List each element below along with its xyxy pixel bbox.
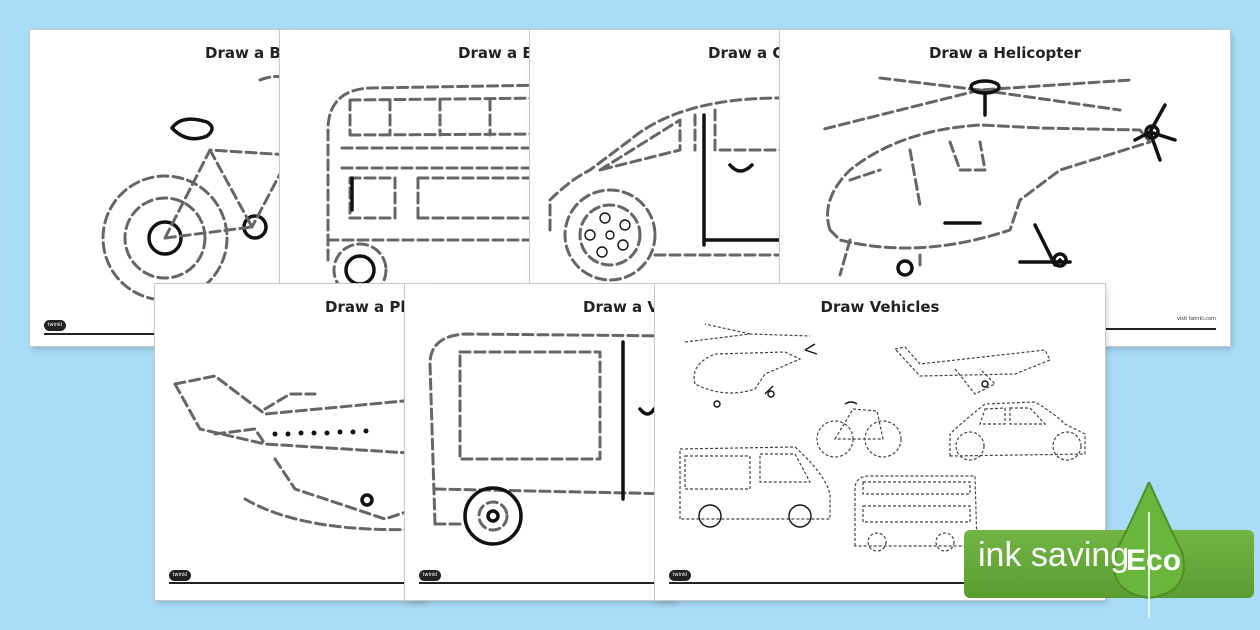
sheet-title: Draw a B <box>458 44 534 62</box>
mini-car <box>949 401 1086 461</box>
sheet-title: Draw a Pl <box>325 298 406 316</box>
mini-bicycle <box>816 401 902 458</box>
twinkl-logo: twinkl <box>669 570 691 581</box>
sheet-title: Draw a C <box>708 44 784 62</box>
vehicles-collage <box>679 323 1086 552</box>
sheet-title: Draw a B <box>205 44 281 62</box>
van-drawing <box>428 332 675 546</box>
bus-drawing <box>326 83 550 298</box>
eco-label: Eco <box>1126 544 1182 577</box>
plane-drawing <box>173 374 425 532</box>
footer-line <box>419 582 661 584</box>
mini-bus <box>854 475 978 552</box>
twinkl-logo: twinkl <box>419 570 441 581</box>
footer-line <box>169 582 411 584</box>
sheet-title: Draw Vehicles <box>820 298 940 316</box>
mini-helicopter <box>684 323 818 408</box>
footer-line <box>1080 328 1216 330</box>
car-drawing <box>548 96 800 282</box>
eco-banner <box>964 530 1254 598</box>
leaf-drop-icon <box>1113 482 1185 618</box>
mini-plane <box>893 346 1051 395</box>
mini-van <box>679 446 831 528</box>
twinkl-logo: twinkl <box>44 320 66 331</box>
worksheet-van[interactable]: Draw a V twinkl <box>405 284 675 600</box>
worksheet-plane[interactable]: Draw a Pl twinkl <box>155 284 425 600</box>
sheet-title: Draw a Helicopter <box>928 44 1082 62</box>
footer-line <box>669 582 1091 584</box>
ink-saving-text: ink saving <box>978 536 1130 574</box>
twinkl-logo: twinkl <box>169 570 191 581</box>
ink-saving-eco-badge: ink saving Eco <box>964 482 1256 618</box>
footer-url: visit twinkl.com <box>1176 316 1216 322</box>
sheet-title: Draw a V <box>583 298 660 316</box>
helicopter-drawing <box>818 76 1177 277</box>
